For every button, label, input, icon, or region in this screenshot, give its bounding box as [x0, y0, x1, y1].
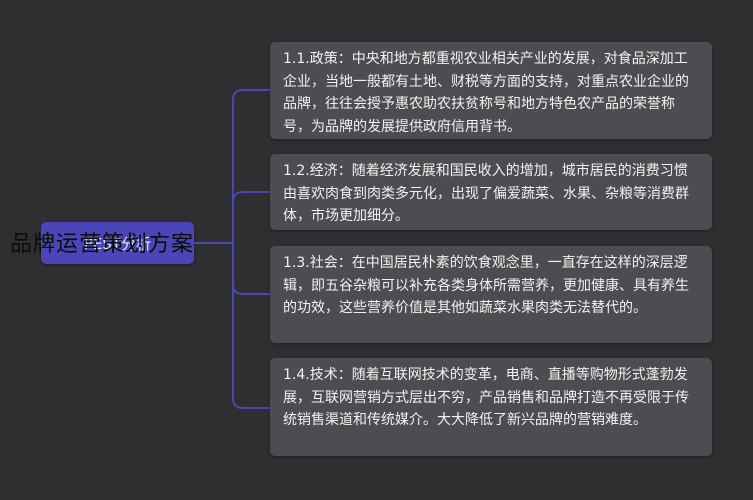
- subtopic-text: 1.2.经济：随着经济发展和国民收入的增加，城市居民的消费习惯由喜欢肉食到肉类多…: [283, 163, 689, 224]
- subtopic-card-society[interactable]: 1.3.社会：在中国居民朴素的饮食观念里，一直存在这样的深层逻辑，即五谷杂粮可以…: [270, 246, 712, 343]
- root-topic-node[interactable]: PEST分析: [41, 222, 194, 264]
- connector-card-3: [232, 283, 270, 295]
- subtopic-text: 1.3.社会：在中国居民朴素的饮食观念里，一直存在这样的深层逻辑，即五谷杂粮可以…: [283, 255, 689, 316]
- subtopic-text: 1.1.政策：中央和地方都重视农业相关产业的发展，对食品深加工企业，当地一般都有…: [283, 51, 689, 135]
- subtopic-card-policy[interactable]: 1.1.政策：中央和地方都重视农业相关产业的发展，对食品深加工企业，当地一般都有…: [270, 42, 712, 139]
- subtopic-card-technology[interactable]: 1.4.技术：随着互联网技术的变革，电商、直播等购物形式蓬勃发展，互联网营销方式…: [270, 358, 712, 456]
- subtopic-text: 1.4.技术：随着互联网技术的变革，电商、直播等购物形式蓬勃发展，互联网营销方式…: [283, 367, 689, 428]
- connector-card-2: [232, 191, 270, 203]
- connector-trunk: [232, 89, 244, 409]
- root-topic-label: PEST分析: [83, 234, 152, 253]
- subtopic-card-economy[interactable]: 1.2.经济：随着经济发展和国民收入的增加，城市居民的消费习惯由喜欢肉食到肉类多…: [270, 154, 712, 230]
